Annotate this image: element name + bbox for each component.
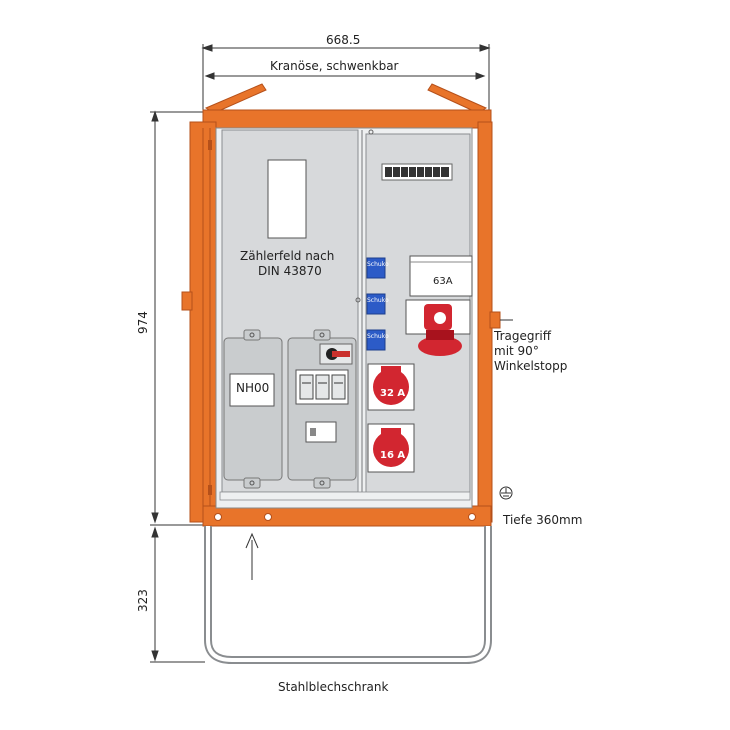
- dimension-lines: [150, 44, 491, 663]
- schuko-sockets: [366, 257, 386, 351]
- ground-icon: [499, 486, 513, 500]
- width-dimension-label: 668.5: [326, 33, 361, 47]
- cee-socket-63a: [405, 255, 473, 356]
- handle-label-3: Winkelstopp: [494, 359, 568, 373]
- cee-63-label: 63A: [433, 276, 453, 287]
- meter-field-label-1: Zählerfeld nach: [240, 249, 335, 263]
- breaker-row: [381, 163, 453, 181]
- cee-socket-32a: [367, 363, 415, 411]
- handle-label-2: mit 90°: [494, 344, 539, 358]
- fuse-label: NH00: [236, 381, 270, 395]
- crane-eye-label: Kranöse, schwenkbar: [270, 59, 399, 73]
- depth-label: Tiefe 360mm: [503, 513, 583, 527]
- handle-label-1: Tragegriff: [494, 329, 552, 343]
- stand-height-label: 323: [136, 589, 150, 612]
- meter-field-window: [267, 159, 307, 239]
- schuko-label-3: Schuko: [367, 333, 389, 340]
- meter-field-label-2: DIN 43870: [258, 264, 322, 278]
- cabinet-height-label: 974: [136, 311, 150, 334]
- stand-frame: [204, 526, 492, 664]
- cee-16-label: 16 A: [380, 450, 406, 461]
- schuko-label-1: Schuko: [367, 261, 389, 268]
- fuse-box-nh00: [223, 329, 283, 489]
- cee-32-label: 32 A: [380, 388, 406, 399]
- crane-eyes: [204, 83, 488, 114]
- caption-label: Stahlblechschrank: [278, 680, 389, 694]
- schuko-label-2: Schuko: [367, 297, 389, 304]
- main-switch-box: [287, 329, 357, 489]
- cee-socket-16a: [367, 423, 415, 473]
